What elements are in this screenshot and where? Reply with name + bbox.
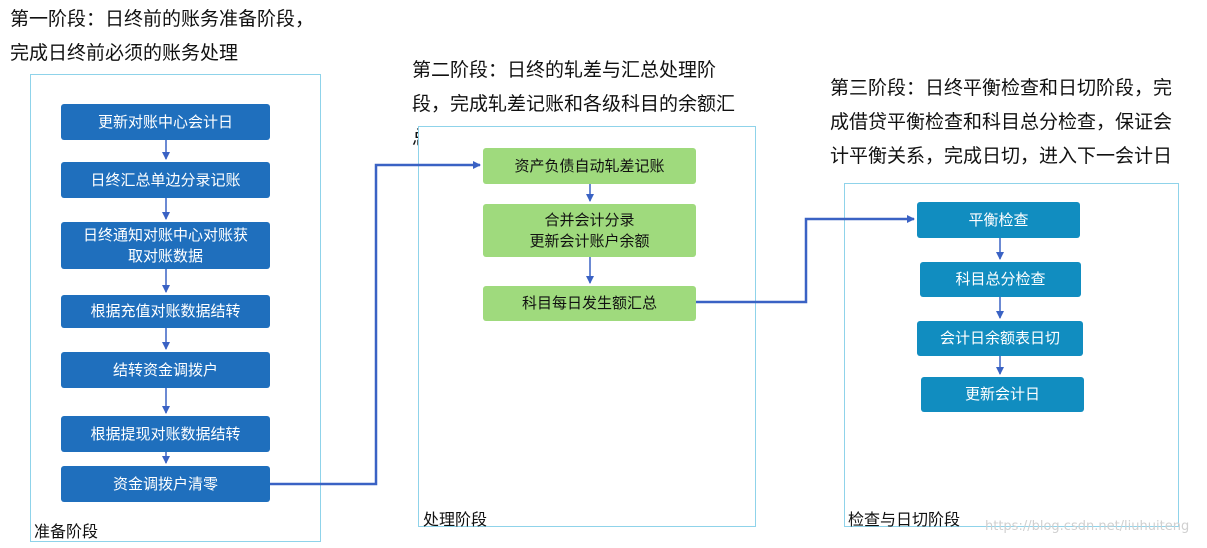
stage1-heading: 第一阶段：日终前的账务准备阶段， 完成日终前必须的账务处理 (10, 2, 314, 70)
stage3-heading: 第三阶段：日终平衡检查和日切阶段，完 成借贷平衡检查和科目总分检查，保证会 计平… (830, 71, 1172, 173)
step-label: 会计日余额表日切 (939, 329, 1060, 347)
step-label: 平衡检查 (968, 210, 1029, 229)
stage1-heading-line: 完成日终前必须的账务处理 (10, 42, 239, 64)
step-label: 科目总分检查 (955, 270, 1046, 288)
prepare-step-5: 结转资金调拨户 (61, 352, 270, 388)
step-label: 根据充值对账数据结转 (90, 302, 241, 320)
step-label: 根据提现对账数据结转 (90, 424, 241, 443)
step-label: 取对账数据 (127, 246, 203, 265)
stage1-heading-line: 第一阶段：日终前的账务准备阶段， (10, 8, 315, 30)
stage3-heading-line: 第三阶段：日终平衡检查和日切阶段，完 (830, 77, 1173, 99)
process-step-1: 资产负债自动轧差记账 (483, 148, 696, 184)
prepare-step-4: 根据充值对账数据结转 (61, 295, 270, 328)
step-label: 科目每日发生额汇总 (521, 294, 657, 312)
prepare-stage-label: 准备阶段 (34, 522, 99, 541)
prepare-step-1: 更新对账中心会计日 (61, 104, 270, 140)
stage2-heading: 第二阶段：日终的轧差与汇总处理阶 段，完成轧差记账和各级科目的余额汇 总 (412, 53, 735, 155)
prepare-step-3: 日终通知对账中心对账获 取对账数据 (61, 222, 270, 269)
prepare-step-7: 资金调拨户清零 (61, 466, 270, 502)
step-label: 资金调拨户清零 (112, 474, 218, 493)
check-step-4: 更新会计日 (921, 377, 1084, 412)
step-label: 更新会计账户余额 (529, 231, 650, 250)
check-step-2: 科目总分检查 (920, 262, 1081, 297)
process-step-3: 科目每日发生额汇总 (483, 286, 696, 321)
prepare-step-2: 日终汇总单边分录记账 (61, 162, 270, 198)
step-label: 日终通知对账中心对账获 (82, 225, 248, 244)
check-step-3: 会计日余额表日切 (917, 321, 1083, 356)
process-stage-label: 处理阶段 (423, 510, 488, 529)
step-label: 结转资金调拨户 (112, 360, 218, 379)
process-step-2: 合并会计分录 更新会计账户余额 (483, 204, 696, 257)
process-stage-panel (418, 126, 756, 527)
connector-arrow (696, 215, 915, 304)
step-label: 更新对账中心会计日 (97, 112, 233, 131)
step-label: 资产负债自动轧差记账 (514, 156, 665, 175)
connector-arrow (270, 161, 481, 486)
step-label: 合并会计分录 (544, 210, 635, 229)
watermark: https://blog.csdn.net/liuhuiteng (985, 519, 1190, 534)
check-stage-label: 检查与日切阶段 (848, 510, 961, 529)
stage2-heading-line: 第二阶段：日终的轧差与汇总处理阶 (412, 59, 717, 81)
step-label: 更新会计日 (964, 385, 1040, 403)
prepare-step-6: 根据提现对账数据结转 (61, 416, 270, 452)
stage2-heading-line: 段，完成轧差记账和各级科目的余额汇 (412, 93, 736, 115)
stage3-heading-line: 计平衡关系，完成日切，进入下一会计日 (830, 145, 1173, 167)
step-label: 日终汇总单边分录记账 (90, 170, 241, 189)
check-step-1: 平衡检查 (917, 202, 1080, 238)
stage3-heading-line: 成借贷平衡检查和科目总分检查，保证会 (830, 111, 1173, 133)
